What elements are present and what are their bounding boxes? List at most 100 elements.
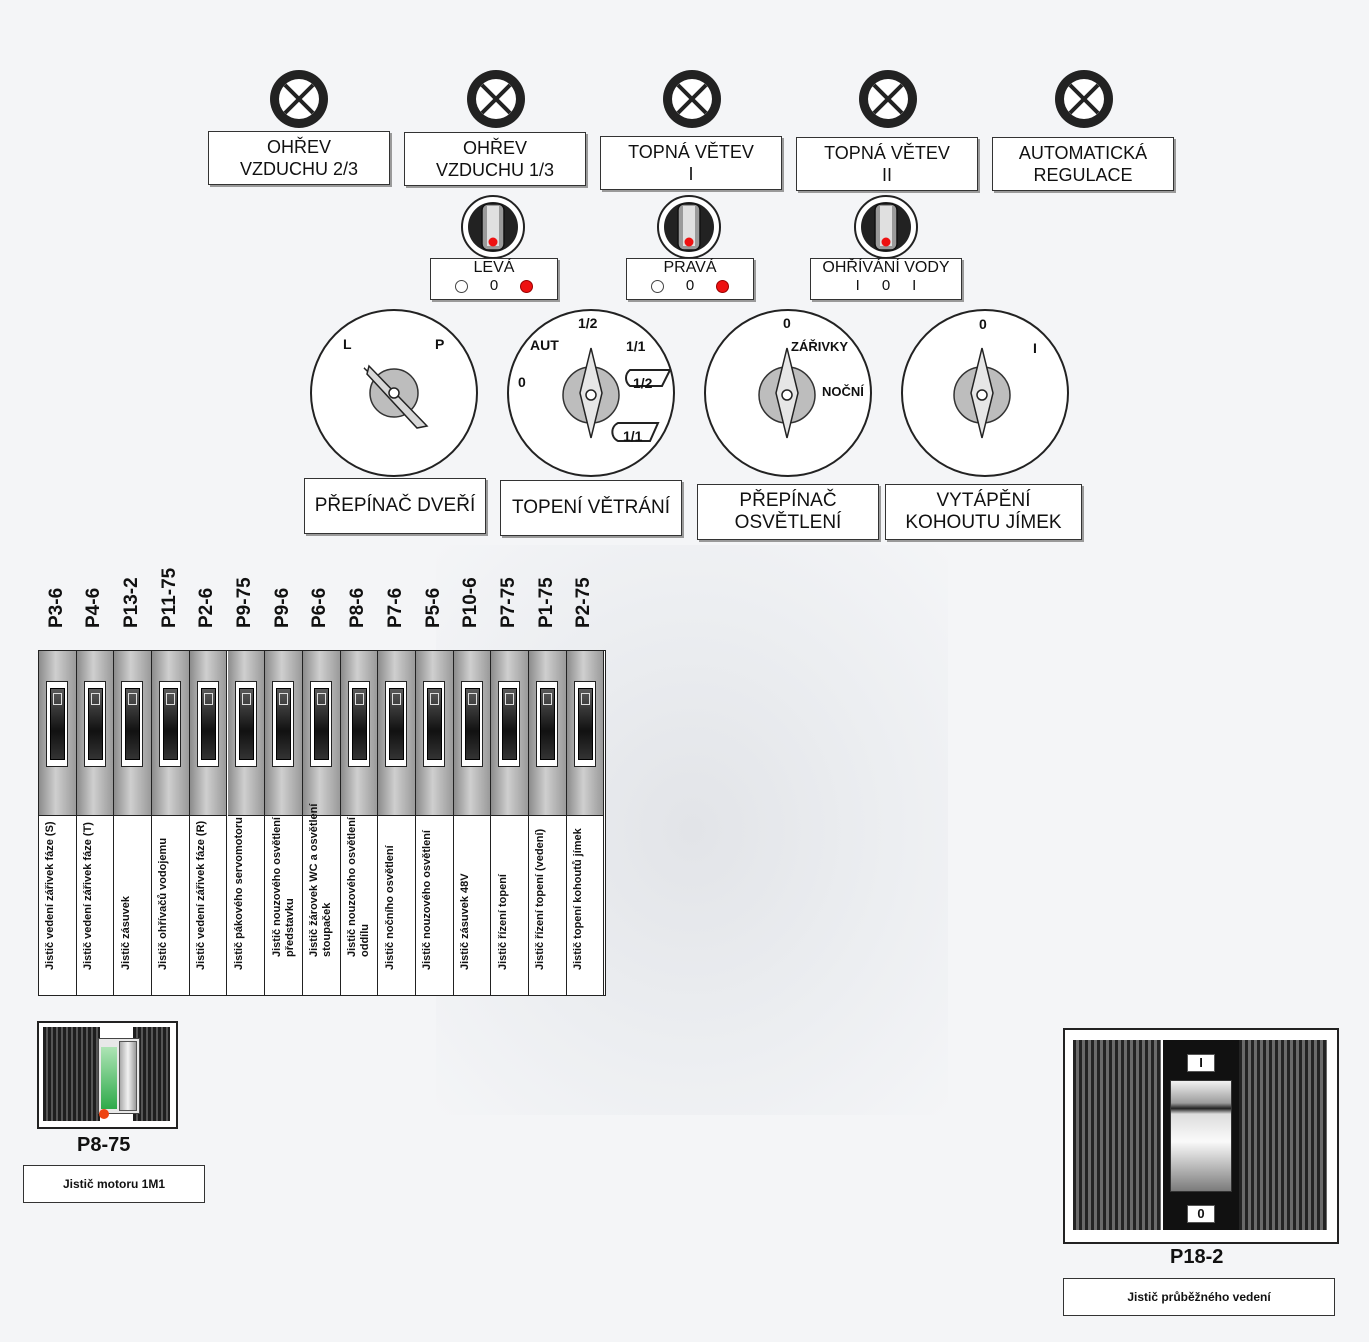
breaker[interactable]: Jistič zásuvek — [114, 651, 153, 995]
indicator-lamp-icon — [663, 70, 721, 128]
selector-knob[interactable] — [460, 194, 526, 260]
lamp-label-line2: VZDUCHU 2/3 — [239, 159, 359, 179]
breaker-description: Jistič řízení topení — [496, 874, 509, 970]
breaker[interactable]: Jistič zásuvek 48V — [453, 651, 492, 995]
breaker-code: P1-75 — [528, 574, 565, 650]
lighting-rotary-switch[interactable] — [703, 308, 873, 478]
selector-title: LEVÁ — [473, 259, 515, 276]
breaker[interactable]: Jistič ohřívačů vodojemu — [152, 651, 190, 995]
door-switch-p: P — [435, 336, 445, 352]
lamp-label-line2: REGULACE — [1033, 165, 1133, 185]
breaker[interactable]: Jistič vedení zářivek fáze (T) — [76, 651, 115, 995]
indicator-lamp-icon — [1055, 70, 1113, 128]
motor-breaker-grill-left — [43, 1027, 100, 1121]
breaker-lever[interactable] — [163, 688, 179, 760]
breaker-lever[interactable] — [125, 688, 141, 760]
lamp-label-line1: TOPNÁ VĚTEV — [628, 142, 754, 162]
breaker-slot — [272, 681, 295, 767]
line-breaker-code: P18-2 — [1170, 1246, 1224, 1268]
breaker-slot — [347, 681, 370, 767]
breaker-lever[interactable] — [50, 688, 65, 760]
breaker-code: P4-6 — [76, 574, 113, 650]
selector-title: PRAVÁ — [663, 259, 717, 276]
heating-rotary-switch[interactable] — [506, 308, 676, 478]
motor-breaker[interactable] — [37, 1021, 178, 1129]
heating-switch-badge-full: 1/1 — [623, 428, 643, 444]
breaker[interactable]: Jistič vedení zářivek fáze (S) — [39, 651, 77, 995]
breaker-lever[interactable] — [427, 688, 442, 760]
breaker[interactable]: Jistič nočního osvětlení — [378, 651, 416, 995]
selector-knob[interactable] — [853, 194, 919, 260]
breaker[interactable]: Jistič řízení topení — [491, 651, 530, 995]
breaker[interactable]: Jistič řízení topení (vedení) — [529, 651, 567, 995]
breaker-housing — [416, 651, 453, 816]
indicator-lamp-icon — [467, 70, 525, 128]
sump-switch-one: I — [1033, 340, 1037, 356]
breaker-slot — [46, 681, 68, 767]
breaker[interactable]: Jistič nouzového osvětlení — [416, 651, 454, 995]
breaker[interactable]: Jistič nouzového osvětlení představku — [265, 651, 303, 995]
breaker-slot — [498, 681, 521, 767]
breaker-lever[interactable] — [238, 688, 254, 760]
breaker-lever[interactable] — [389, 688, 405, 760]
breaker-description: Jistič nočního osvětlení — [383, 845, 396, 970]
lamp-label-line2: VZDUCHU 1/3 — [435, 160, 555, 180]
motor-breaker-desc: Jistič motoru 1M1 — [23, 1165, 205, 1203]
breaker[interactable]: Jistič topení kohoutů jímek — [566, 651, 605, 995]
breaker-slot — [536, 681, 559, 767]
breaker-code-text: P6-6 — [309, 587, 331, 628]
breaker-housing — [76, 651, 114, 816]
breaker-description: Jistič pákového servomotoru — [232, 817, 245, 970]
motor-breaker-window — [98, 1038, 140, 1114]
door-rotary-switch[interactable] — [309, 308, 479, 478]
breaker-code: P8-6 — [340, 574, 377, 650]
lamp-label-line1: TOPNÁ VĚTEV — [824, 143, 950, 163]
breaker-code-text: P7-6 — [384, 587, 406, 628]
breaker-lever[interactable] — [502, 688, 518, 760]
line-breaker-on-mark: I — [1187, 1054, 1215, 1072]
breaker-description: Jistič nouzového osvětlení představku — [270, 817, 296, 957]
breaker-description: Jistič ohřívačů vodojemu — [157, 837, 170, 970]
breaker[interactable]: Jistič vedení zářivek fáze (R) — [189, 651, 228, 995]
line-breaker-grill-left — [1073, 1040, 1161, 1230]
breaker[interactable]: Jistič nouzového osvětlení oddílu — [340, 651, 379, 995]
breaker-description: Jistič topení kohoutů jímek — [572, 828, 585, 970]
line-breaker-lever[interactable] — [1170, 1080, 1232, 1192]
motor-breaker-indicator — [101, 1047, 117, 1109]
motor-breaker-knob[interactable] — [119, 1041, 137, 1111]
breaker-housing — [265, 651, 302, 816]
selector-knob[interactable] — [656, 194, 722, 260]
breaker-code: P9-6 — [264, 574, 301, 650]
breaker-description: Jistič zásuvek 48V — [459, 873, 472, 970]
breaker-panel: Jistič vedení zářivek fáze (S)Jistič ved… — [38, 650, 606, 996]
breaker-description: Jistič vedení zářivek fáze (R) — [195, 820, 208, 970]
breaker-housing — [453, 651, 491, 816]
indicator-lamp-icon — [859, 70, 917, 128]
red-dot-icon — [520, 279, 534, 293]
breaker-code-text: P4-6 — [83, 587, 105, 628]
breaker-lever[interactable] — [464, 688, 480, 760]
breaker-lever[interactable] — [351, 688, 367, 760]
breaker-slot — [309, 681, 332, 767]
breaker-lever[interactable] — [276, 688, 292, 760]
breaker-lever[interactable] — [540, 688, 556, 760]
breaker-housing — [227, 651, 265, 816]
sump-heating-rotary-switch[interactable] — [900, 308, 1070, 478]
heating-switch-aut: AUT — [530, 337, 559, 353]
breaker[interactable]: Jistič pákového servomotoru — [227, 651, 266, 995]
breaker-slot — [159, 681, 182, 767]
line-breaker[interactable]: I 0 — [1063, 1028, 1339, 1244]
breaker-housing — [491, 651, 529, 816]
breaker-lever[interactable] — [87, 688, 103, 760]
heating-switch-half: 1/2 — [578, 315, 598, 331]
lighting-switch-zarivky: ZÁŘIVKY — [791, 339, 849, 354]
breaker-housing — [340, 651, 378, 816]
breaker[interactable]: Jistič žárovek WC a osvětlení stoupaček — [302, 651, 341, 995]
breaker-lever[interactable] — [200, 688, 216, 760]
breaker-lever[interactable] — [577, 688, 593, 760]
breaker-lever[interactable] — [313, 688, 329, 760]
